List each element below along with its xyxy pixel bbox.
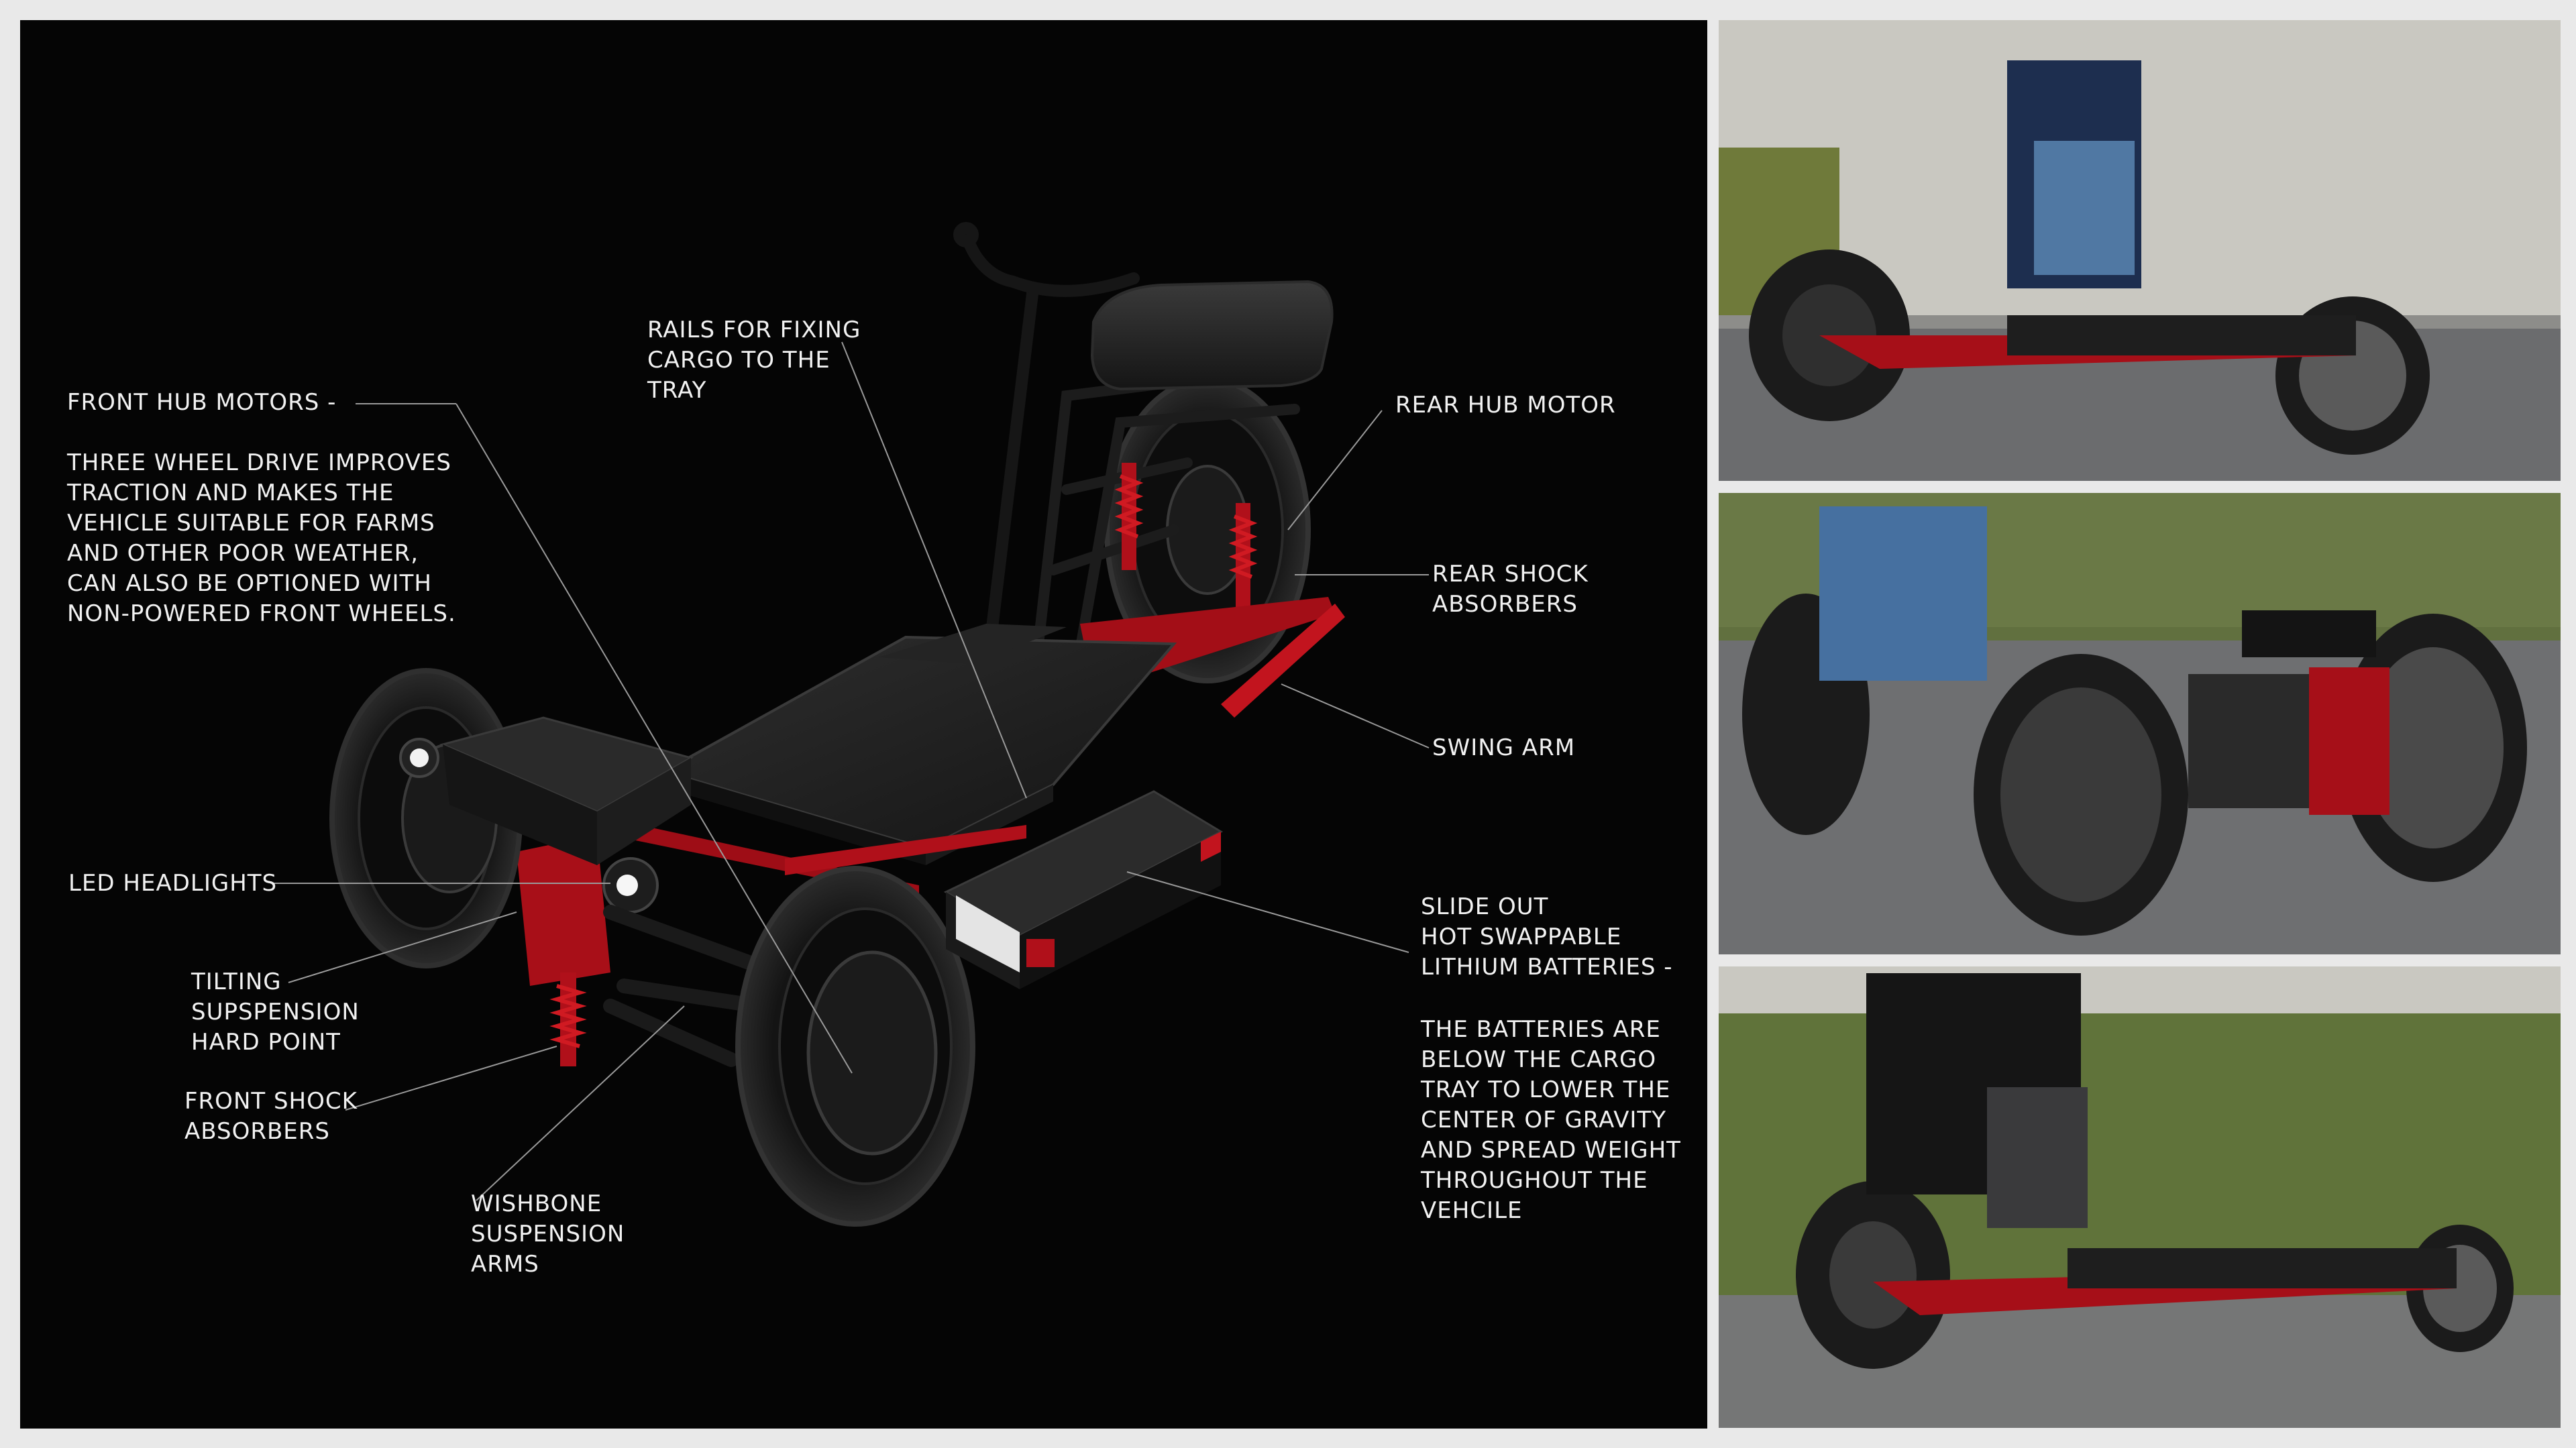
label-front-shock: FRONT SHOCK ABSORBERS: [184, 1088, 358, 1145]
leader-lines: [272, 341, 1430, 1201]
photo-front-view: [1719, 493, 2561, 954]
photo-side-view: [1719, 20, 2561, 481]
front-right-wheel: [735, 866, 975, 1227]
photo-ride-view: [1719, 966, 2561, 1428]
label-rear-shock: REAR SHOCK ABSORBERS: [1432, 561, 1589, 618]
label-tilting: TILTING SUPSPENSION HARD POINT: [191, 968, 360, 1056]
label-swing-arm: SWING ARM: [1432, 734, 1576, 761]
rear-shock-absorbers: [1114, 463, 1258, 617]
label-front-hub-motors-body: THREE WHEEL DRIVE IMPROVES TRACTION AND …: [67, 449, 456, 627]
wishbone-arms: [603, 905, 765, 1067]
label-rails: RAILS FOR FIXING CARGO TO THE TRAY: [647, 317, 861, 404]
photo-front-view-image: [1719, 493, 2561, 954]
label-wishbone: WISHBONE SUSPENSION ARMS: [471, 1190, 625, 1278]
main-frame: [517, 812, 1026, 986]
battery-pack: [943, 790, 1224, 989]
label-batteries-body: THE BATTERIES ARE BELOW THE CARGO TRAY T…: [1421, 1016, 1681, 1224]
label-led-headlights: LED HEADLIGHTS: [68, 870, 278, 897]
vehicle-render: [272, 222, 1430, 1227]
front-shock-absorbers: [549, 972, 587, 1066]
seat: [1090, 280, 1334, 391]
photo-side-view-image: [1719, 20, 2561, 481]
label-front-hub-motors-title: FRONT HUB MOTORS -: [67, 389, 337, 416]
handlebar: [953, 222, 1140, 683]
led-headlights: [399, 738, 659, 913]
label-batteries-title: SLIDE OUT HOT SWAPPABLE LITHIUM BATTERIE…: [1421, 893, 1673, 981]
front-box: [439, 716, 694, 865]
photo-ride-view-image: [1719, 966, 2561, 1428]
label-rear-hub-motor: REAR HUB MOTOR: [1395, 392, 1616, 419]
exploded-diagram-panel: FRONT HUB MOTORS - THREE WHEEL DRIVE IMP…: [20, 20, 1707, 1429]
